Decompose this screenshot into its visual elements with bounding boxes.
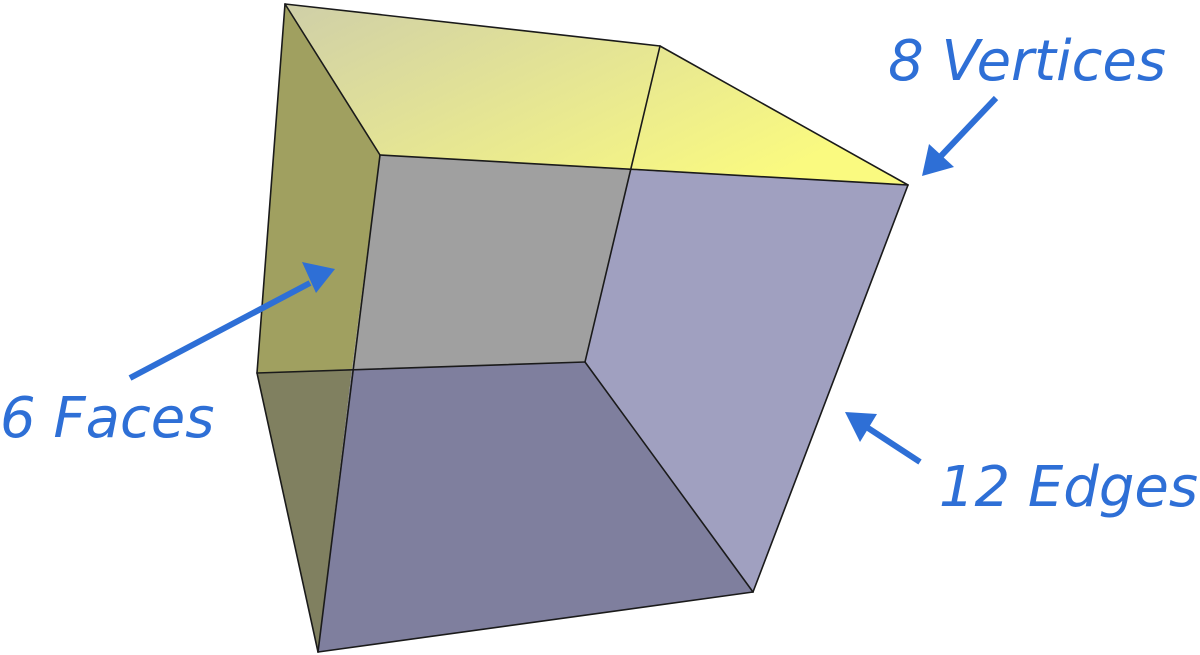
right-face [585,170,908,592]
edge [317,591,754,653]
edge [379,154,909,186]
edges-arrow-line [866,425,922,465]
edge [284,3,661,47]
annotations: 8 Vertices 6 Faces 12 Edges [0,29,1198,520]
top-face [285,4,908,185]
edge [256,361,586,374]
edge [317,154,381,653]
faces-label: 6 Faces [0,386,214,451]
edge [284,3,381,156]
vertices-arrow-head [922,144,954,176]
cube [257,4,908,652]
edges-arrow [845,412,922,465]
edge [752,184,909,593]
vertices-arrow-line [937,95,999,160]
edges-arrow-head [845,412,877,442]
faces-arrow [128,262,335,381]
edge [256,372,319,653]
vertices-label: 8 Vertices [888,29,1166,94]
edges-label: 12 Edges [939,455,1198,520]
edge [659,45,909,186]
back-face [352,155,630,369]
cube-edges [256,3,909,653]
left-face [257,4,380,373]
edge [584,45,661,363]
edge [584,361,754,593]
faces-arrow-head [302,262,335,293]
vertices-arrow [922,95,999,176]
left-lower-face [257,369,352,652]
faces-arrow-line [128,280,312,381]
front-face [318,362,753,652]
